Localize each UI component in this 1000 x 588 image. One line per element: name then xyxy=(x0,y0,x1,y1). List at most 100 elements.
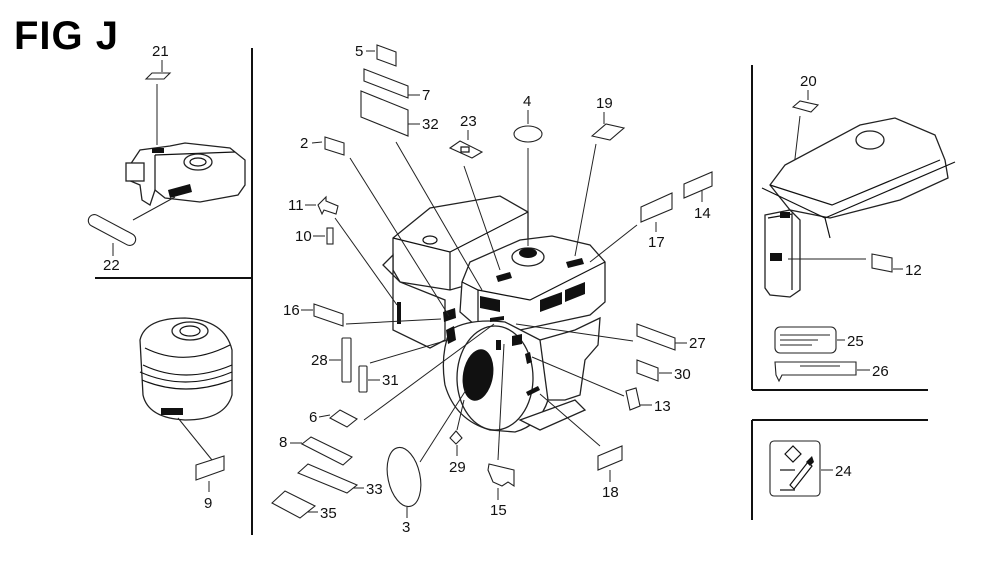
air-cleaner-a-mark-top xyxy=(152,148,164,153)
leader-11-b xyxy=(334,217,398,306)
leader-32-b xyxy=(395,141,483,291)
recoil-mark-29 xyxy=(496,340,501,350)
callout-4: 4 xyxy=(523,93,531,110)
engine-crankcase-right xyxy=(539,316,601,401)
decal-30 xyxy=(636,359,659,382)
callout-6: 6 xyxy=(309,409,317,426)
decal-26 xyxy=(774,361,857,383)
callout-30: 30 xyxy=(674,366,691,383)
callout-20: 20 xyxy=(800,73,817,90)
crankcase-mark-13 xyxy=(525,352,532,364)
leader-31-b xyxy=(369,339,449,364)
decal-10 xyxy=(326,227,334,245)
callout-25: 25 xyxy=(847,333,864,350)
decal-18 xyxy=(597,445,623,471)
leader-13-b xyxy=(531,356,625,397)
callout-15: 15 xyxy=(490,502,507,519)
decal-21 xyxy=(144,72,172,80)
decal-28 xyxy=(341,337,352,383)
air-cleaner-b-mark xyxy=(161,408,183,415)
engine-fuel-cap-top xyxy=(519,248,537,258)
leader-18-b xyxy=(539,393,601,447)
callout-17: 17 xyxy=(648,234,665,251)
air-cleaner-b-wingnut-inner xyxy=(179,325,201,337)
decal-9 xyxy=(195,455,225,481)
engine-side-cover xyxy=(382,253,446,349)
fuel-tank-body xyxy=(769,117,949,219)
engine-mark-27 xyxy=(490,316,504,322)
air-cleaner-a-edge xyxy=(154,151,236,190)
engine-side-mark xyxy=(397,302,401,324)
callout-3: 3 xyxy=(402,519,410,536)
fuel-cup-edge xyxy=(767,213,793,290)
tank-mark-front-2 xyxy=(540,292,562,312)
decal-27 xyxy=(636,323,676,351)
decal-4 xyxy=(513,125,543,143)
callout-26: 26 xyxy=(872,363,889,380)
decal-6 xyxy=(329,409,358,428)
leader-27-b xyxy=(515,323,634,342)
decal-17 xyxy=(640,192,673,223)
decal-24 xyxy=(769,440,821,497)
crankcase-mark-18 xyxy=(526,386,540,396)
air-cleaner-a-wingnut xyxy=(183,153,213,171)
callout-28: 28 xyxy=(311,352,328,369)
engine-drawing xyxy=(382,195,606,433)
callout-5: 5 xyxy=(355,43,363,60)
decal-8 xyxy=(300,436,353,466)
leader-16-b xyxy=(345,318,442,325)
callout-13: 13 xyxy=(654,398,671,415)
callout-23: 23 xyxy=(460,113,477,130)
engine-recoil-hub xyxy=(462,349,494,401)
decal-31 xyxy=(358,365,368,393)
callout-32: 32 xyxy=(422,116,439,133)
decal-13 xyxy=(625,387,641,411)
callout-33: 33 xyxy=(366,481,383,498)
decal-19 xyxy=(590,123,626,141)
air-cleaner-a-wingnut-inner xyxy=(189,157,207,167)
figure-title: FIG J xyxy=(14,14,120,58)
panel-air-cleaner-a: 21 22 xyxy=(87,43,246,274)
decal-23 xyxy=(448,140,484,159)
leader-22 xyxy=(132,196,176,221)
decal-20 xyxy=(791,100,820,113)
decal-29 xyxy=(449,430,463,445)
decal-22 xyxy=(87,214,137,246)
decal-15 xyxy=(487,463,515,488)
decal-5 xyxy=(376,44,397,67)
decal-14 xyxy=(683,171,713,199)
decal-2 xyxy=(324,136,345,156)
leader-9 xyxy=(177,417,213,461)
decal-16 xyxy=(313,303,344,327)
leader-2-b xyxy=(349,157,450,317)
decal-23-detail xyxy=(460,146,470,153)
decal-32 xyxy=(360,90,409,137)
tank-mark-23 xyxy=(496,272,512,282)
callout-16: 16 xyxy=(283,302,300,319)
engine-mark-30 xyxy=(512,334,522,346)
decal-35 xyxy=(271,490,317,519)
decal-24-spark-icon xyxy=(784,445,802,463)
callout-19: 19 xyxy=(596,95,613,112)
tank-mark-19 xyxy=(566,258,584,268)
callout-18: 18 xyxy=(602,484,619,501)
callout-9: 9 xyxy=(204,495,212,512)
callout-7: 7 xyxy=(422,87,430,104)
tank-mark-front-1 xyxy=(480,296,500,312)
air-cleaner-b-wingnut xyxy=(171,321,209,341)
engine-fuel-tank-edges xyxy=(461,261,606,325)
panel-tool-label: 24 xyxy=(769,440,852,497)
callout-31: 31 xyxy=(382,372,399,389)
callout-14: 14 xyxy=(694,205,711,222)
callout-22: 22 xyxy=(103,257,120,274)
panel-engine: 5 7 32 2 23 4 xyxy=(271,43,713,536)
engine-base-plate xyxy=(518,399,587,431)
engine-shroud-bolt xyxy=(422,235,438,245)
leader-6-b xyxy=(363,323,495,421)
leader-19-b xyxy=(574,143,597,257)
callout-27: 27 xyxy=(689,335,706,352)
callout-8: 8 xyxy=(279,434,287,451)
engine-mark-28 xyxy=(446,326,456,344)
